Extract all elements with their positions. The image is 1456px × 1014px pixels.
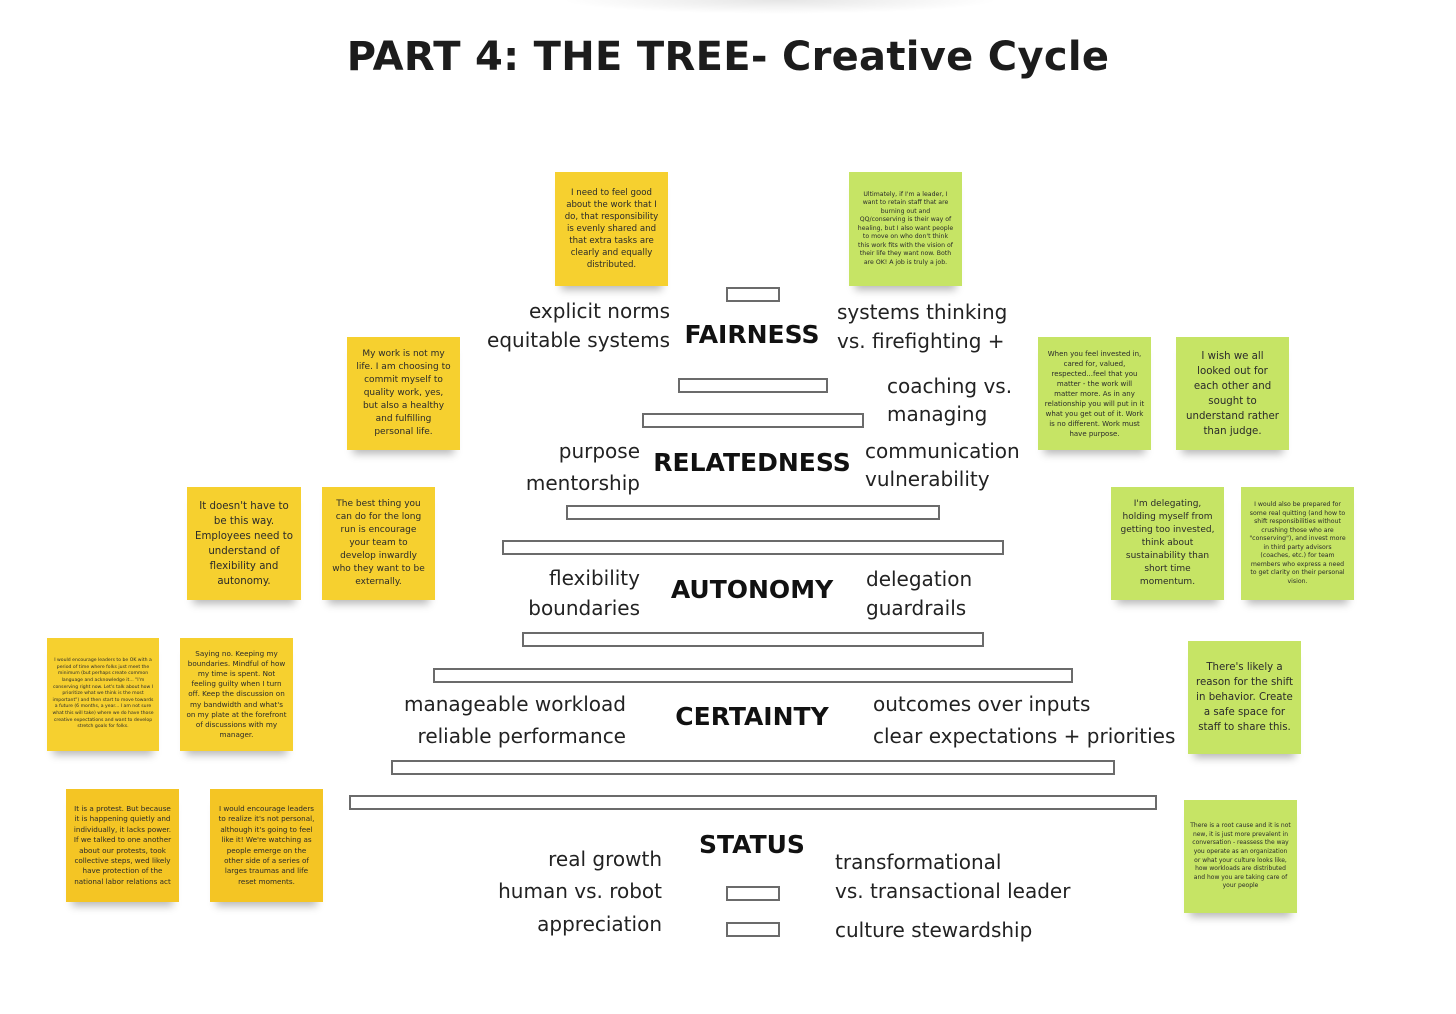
relatedness-right-1: communication — [865, 439, 1020, 463]
sticky-note: It is a protest. But because it is happe… — [66, 789, 179, 902]
sticky-note: I'm delegating, holding myself from gett… — [1111, 487, 1224, 600]
bar-status-top — [349, 795, 1157, 810]
bar-relatedness-bottom — [566, 505, 940, 520]
bar-autonomy-bottom — [522, 632, 984, 647]
bar-status-small-1 — [726, 886, 780, 901]
bar-status-small-2 — [726, 922, 780, 937]
sticky-note: There is a root cause and it is not new,… — [1184, 800, 1297, 913]
bar-fairness-bottom — [678, 378, 828, 393]
top-shadow — [560, 0, 1000, 14]
bar-relatedness-top — [642, 413, 864, 428]
bar-fairness-top — [726, 287, 780, 302]
sticky-note: It doesn't have to be this way. Employee… — [187, 487, 301, 600]
status-left-3: appreciation — [537, 912, 662, 936]
autonomy-left-1: flexibility — [549, 566, 640, 590]
sticky-note: I would encourage leaders to realize it'… — [210, 789, 323, 902]
status-right-3: culture stewardship — [835, 918, 1033, 942]
bar-certainty-top — [433, 668, 1073, 683]
sticky-note: I need to feel good about the work that … — [555, 172, 668, 286]
autonomy-right-1: delegation — [866, 567, 973, 591]
level-certainty-label: CERTAINTY — [675, 702, 829, 731]
relatedness-right-2: vulnerability — [865, 467, 990, 491]
certainty-left-1: manageable workload — [404, 692, 626, 716]
bar-certainty-bottom — [391, 760, 1115, 775]
sticky-note: There's likely a reason for the shift in… — [1188, 641, 1301, 754]
certainty-right-2: clear expectations + priorities — [873, 724, 1176, 748]
certainty-left-2: reliable performance — [417, 724, 626, 748]
sticky-note: I would also be prepared for some real q… — [1241, 487, 1354, 600]
fairness-left-2: equitable systems — [487, 328, 670, 352]
autonomy-right-2: guardrails — [866, 596, 967, 620]
page-title: PART 4: THE TREE- Creative Cycle — [346, 34, 1110, 80]
level-relatedness-label: RELATEDNESS — [653, 448, 851, 477]
fairness-left-1: explicit norms — [528, 299, 670, 323]
sticky-note: The best thing you can do for the long r… — [322, 487, 435, 600]
relatedness-left-1: purpose — [558, 439, 640, 463]
status-right-2: vs. transactional leader — [835, 879, 1071, 903]
level-fairness-label: FAIRNESS — [684, 320, 820, 349]
certainty-right-1: outcomes over inputs — [873, 692, 1091, 716]
sticky-note: When you feel invested in, cared for, va… — [1038, 337, 1151, 450]
sticky-note: Ultimately, if I'm a leader, I want to r… — [849, 172, 962, 286]
bar-autonomy-top — [502, 540, 1004, 555]
autonomy-left-2: boundaries — [528, 596, 640, 620]
relatedness-right-top-1: coaching vs. — [887, 374, 1013, 398]
sticky-note: I would encourage leaders to be OK with … — [47, 638, 159, 751]
status-right-1: transformational — [835, 850, 1002, 874]
status-left-1: real growth — [548, 847, 662, 871]
sticky-note: My work is not my life. I am choosing to… — [347, 337, 460, 450]
fairness-right-1: systems thinking — [837, 300, 1008, 324]
fairness-right-2: vs. firefighting + — [837, 329, 1005, 353]
relatedness-right-top-2: managing — [887, 402, 988, 426]
status-left-2: human vs. robot — [498, 879, 662, 903]
relatedness-left-2: mentorship — [525, 471, 640, 495]
level-autonomy-label: AUTONOMY — [670, 575, 834, 604]
sticky-note: Saying no. Keeping my boundaries. Mindfu… — [180, 638, 293, 751]
level-status-label: STATUS — [699, 830, 805, 859]
sticky-note: I wish we all looked out for each other … — [1176, 337, 1289, 450]
